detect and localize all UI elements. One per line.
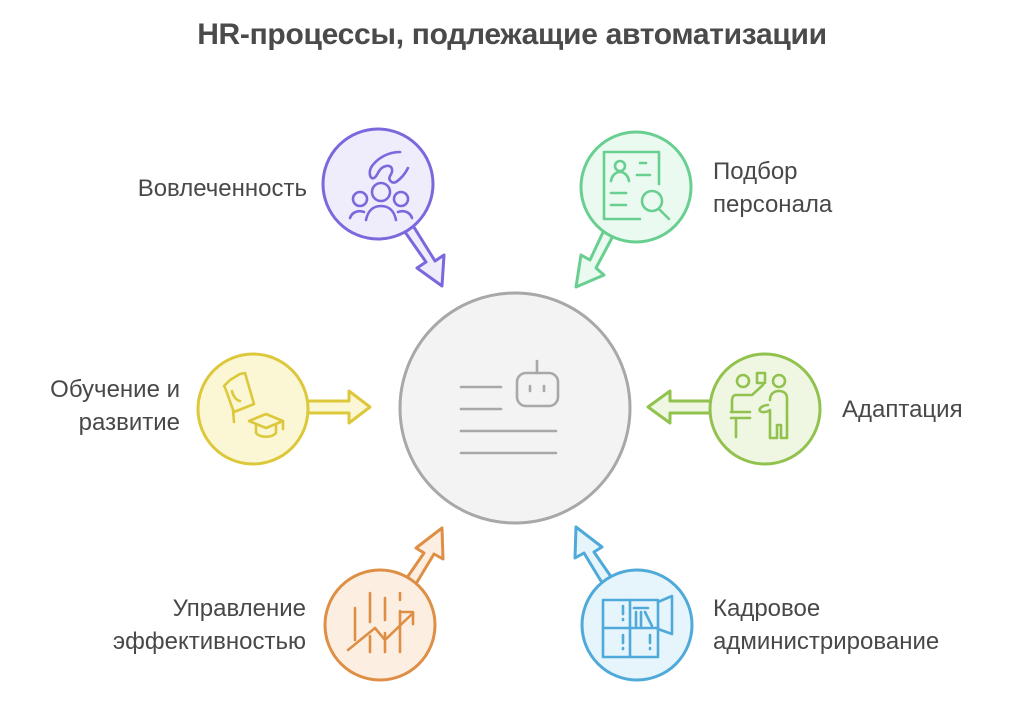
node-performance [323,526,445,682]
circle-performance [323,568,437,682]
mentor-presentation-icon [729,371,789,440]
center-node [398,291,632,525]
label-administration: Кадровое администрирование [713,592,939,658]
center-circle [398,291,632,525]
label-training-line-2: развитие [78,409,180,436]
resume-search-icon [602,150,671,221]
label-recruitment-line-1: Подбор [713,158,798,185]
label-recruitment: Подбор персонала [713,155,832,221]
page-title: HR-процессы, подлежащие автоматизации [197,18,827,51]
label-performance-line-2: эффективностью [112,628,306,655]
node-onboarding [646,352,822,466]
arrow-recruitment [574,226,616,289]
label-onboarding-line-1: Адаптация [842,396,963,423]
label-onboarding: Адаптация [842,393,963,426]
label-performance-line-1: Управление [172,595,306,622]
label-engagement: Вовлеченность [60,172,307,205]
hand-group-icon [348,150,414,222]
circle-onboarding [708,352,822,466]
circle-training [196,352,310,466]
growth-chart-icon [346,591,415,654]
file-cabinet-icon [601,594,674,659]
label-engagement-line-1: Вовлеченность [137,175,307,202]
arrow-onboarding [646,389,714,425]
node-recruitment [574,130,693,289]
robot-document-icon [459,359,560,455]
label-training: Обучение и развитие [0,373,180,439]
node-administration [573,525,694,682]
circle-recruitment [579,130,693,244]
megaphone-graduation-cap-icon [222,371,285,439]
node-engagement [321,127,446,288]
label-recruitment-line-2: персонала [713,191,833,218]
label-performance: Управление эффективностью [20,592,306,658]
arrow-training [304,389,372,425]
node-training [196,352,372,466]
label-training-line-1: Обучение и [50,376,180,403]
label-administration-line-2: администрирование [713,628,940,655]
label-administration-line-1: Кадровое [713,595,821,622]
